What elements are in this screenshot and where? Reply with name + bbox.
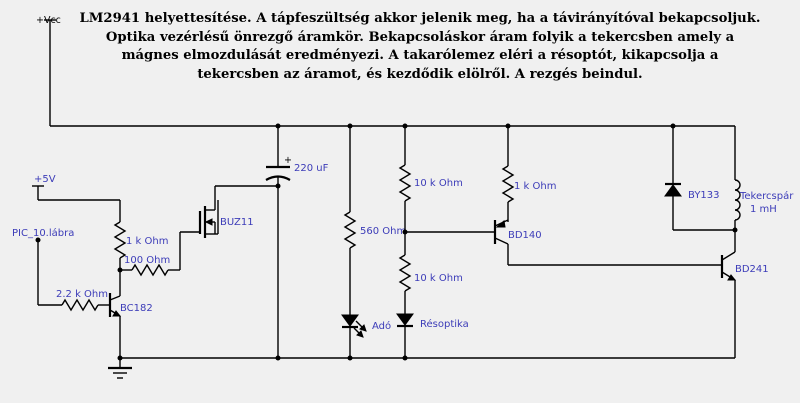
- transistor-bd241: BD241: [720, 251, 769, 358]
- ground-icon: [108, 358, 132, 379]
- r-2k2-label: 2.2 k Ohm: [56, 289, 108, 300]
- pic-label: PIC_10.lábra: [12, 227, 74, 239]
- r-1k-left-label: 1 k Ohm: [126, 236, 168, 247]
- resoptika-label: Résoptika: [420, 318, 469, 330]
- r-560-label: 560 Ohm: [360, 226, 406, 237]
- bd140-label: BD140: [508, 230, 542, 241]
- transistor-buz11: BUZ11: [198, 185, 278, 238]
- bd241-label: BD241: [735, 264, 769, 275]
- r-10k-top-label: 10 k Ohm: [414, 178, 463, 189]
- v5-label: +5V: [34, 174, 56, 185]
- r-10k-bot-label: 10 k Ohm: [414, 273, 463, 284]
- supply-5v: +5V: [32, 174, 120, 201]
- diode-by133: BY133: [664, 126, 738, 233]
- resistor-1k-right: 1 k Ohm: [501, 126, 556, 222]
- by133-label: BY133: [688, 190, 720, 201]
- photo-sensor-icon: Résoptika: [396, 313, 469, 358]
- resistor-1k-left: 1 k Ohm: [113, 200, 168, 296]
- description-line-3: mágnes elmozdulását eredményezi. A takar…: [121, 48, 719, 64]
- vcc-rail: +Vcc: [36, 15, 735, 129]
- transistor-bd140: BD140: [405, 219, 722, 266]
- coil-icon: Tekercspár 1 mH: [734, 126, 794, 252]
- coil-name-label: Tekercspár: [739, 190, 794, 202]
- led-icon: Adó: [341, 314, 391, 358]
- description-line-2: Optika vezérlésű önrezgő áramkör. Bekapc…: [105, 29, 735, 45]
- transistor-bc182: BC182: [108, 293, 153, 358]
- resistor-100: 100 Ohm: [120, 231, 200, 277]
- resistor-10k-bottom: 10 k Ohm: [398, 254, 463, 314]
- vcc-label: +Vcc: [36, 15, 61, 26]
- capacitor-220uf: + 220 uF: [265, 126, 329, 358]
- resistor-560: 560 Ohm: [343, 126, 406, 315]
- resistor-10k-top: 10 k Ohm: [398, 126, 463, 255]
- pic-input: PIC_10.lábra: [12, 227, 74, 306]
- ado-label: Adó: [372, 320, 391, 332]
- resistor-2k2: 2.2 k Ohm: [56, 289, 110, 312]
- bc182-label: BC182: [120, 303, 153, 314]
- description-line-1: LM2941 helyettesítése. A tápfeszültség a…: [79, 11, 761, 26]
- buz11-label: BUZ11: [220, 217, 254, 228]
- ground-rail: [117, 355, 735, 361]
- cap-plus-label: +: [284, 155, 292, 166]
- coil-value-label: 1 mH: [750, 204, 777, 215]
- c-220-label: 220 uF: [294, 163, 329, 174]
- circuit-description: LM2941 helyettesítése. A tápfeszültség a…: [60, 10, 780, 84]
- r-1k-right-label: 1 k Ohm: [514, 181, 556, 192]
- r-100-label: 100 Ohm: [124, 255, 170, 266]
- description-line-4: tekercsben az áramot, és kezdődik elölrő…: [197, 66, 643, 82]
